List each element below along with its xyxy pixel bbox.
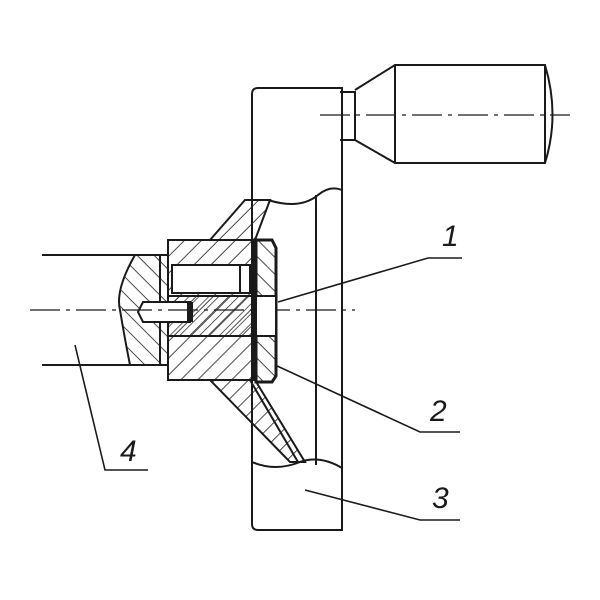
- leader-4: [74, 344, 148, 471]
- callout-label-2: 2: [430, 395, 447, 428]
- leader-lines: [74, 257, 462, 521]
- callout-label-4: 4: [120, 435, 137, 468]
- screw-and-washer: [254, 238, 278, 384]
- leader-1: [277, 257, 462, 303]
- callout-label-3: 3: [432, 482, 449, 515]
- callout-label-1: 1: [442, 220, 459, 253]
- shaft-4: [30, 254, 355, 366]
- leader-3: [304, 489, 460, 521]
- handle: [320, 64, 570, 164]
- leader-2: [274, 364, 460, 433]
- wheel-rim-3: [207, 87, 343, 531]
